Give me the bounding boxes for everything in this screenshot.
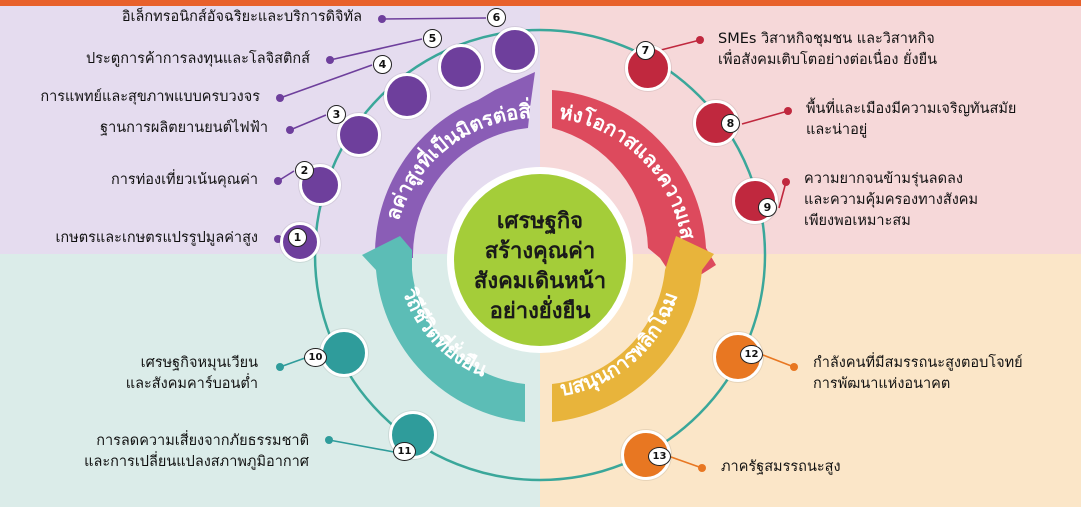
goal-number-badge: 5 (423, 29, 442, 48)
goal-number-badge: 10 (304, 348, 327, 367)
connector-line (279, 357, 306, 368)
connector-dot (698, 464, 706, 472)
connector-dot (274, 177, 282, 185)
goal-number-badge: 4 (373, 55, 392, 74)
goal-10-label: เศรษฐกิจหมุนเวียนและสังคมคาร์บอนต่ำ (126, 353, 258, 395)
connector-dot (286, 126, 294, 134)
connector-dot (696, 36, 704, 44)
goal-label-line: การท่องเที่ยวเน้นคุณค่า (111, 172, 258, 188)
goal-label-line: อิเล็กทรอนิกส์อัจฉริยะและบริการดิจิทัล (121, 9, 362, 25)
stethoscope-heart-icon (384, 73, 430, 119)
goal-label-line: SMEs วิสาหกิจชุมชน และวิสาหกิจ (718, 31, 935, 47)
center-disc (454, 174, 626, 346)
goal-label-line: พื้นที่และเมืองมีความเจริญทันสมัย (806, 101, 1017, 117)
goal-label-line: เพียงพอเหมาะสม (804, 213, 911, 230)
goal-label-line: ความยากจนข้ามรุ่นลดลง (804, 171, 963, 187)
connector-line (279, 64, 373, 99)
goal-3-label: ฐานการผลิตยานยนต์ไฟฟ้า (100, 118, 268, 139)
connector-lines (274, 15, 798, 472)
segment-bottom-left-shape (362, 236, 525, 422)
goal-number-badge: 1 (288, 228, 307, 247)
connector-dot (378, 15, 386, 23)
connector-line (762, 354, 795, 368)
goal-6-label: อิเล็กทรอนิกส์อัจฉริยะและบริการดิจิทัล (122, 7, 362, 28)
goal-label-line: และสังคมคาร์บอนต่ำ (125, 376, 258, 393)
connector-dot (326, 56, 334, 64)
goal-label-line: เพื่อสังคมเติบโตอย่างต่อเนื่อง ยั่งยืน (718, 52, 937, 69)
goal-label-line: และความคุ้มครองทางสังคม (804, 192, 979, 209)
goal-4-label: การแพทย์และสุขภาพแบบครบวงจร (40, 87, 260, 108)
center-title-line-3: สังคมเดินหน้า (474, 269, 606, 294)
connector-line (328, 439, 395, 453)
goal-number-badge: 8 (721, 114, 740, 133)
goal-label-line: และน่าอยู่ (806, 122, 868, 139)
top-accent-band (0, 0, 1081, 6)
connector-line (329, 38, 423, 61)
connector-dot (276, 94, 284, 102)
goal-label-line: การพัฒนาแห่งอนาคต (813, 376, 951, 393)
goal-13-label: ภาครัฐสมรรถนะสูง (721, 457, 841, 478)
goal-11-label: การลดความเสี่ยงจากภัยธรรมชาติและการเปลี่… (84, 431, 309, 473)
segment-top-right-shape (552, 90, 716, 288)
infinity-icon (320, 329, 368, 377)
goal-number-badge: 2 (295, 161, 314, 180)
segment-top-left-shape (374, 72, 535, 258)
goal-5-label: ประตูการค้าการลงทุนและโลจิสติกส์ (86, 49, 310, 70)
connector-line (778, 181, 787, 209)
goal-9-label: ความยากจนข้ามรุ่นลดลงและความคุ้มครองทางส… (804, 169, 978, 232)
goal-1-label: เกษตรและเกษตรแปรรูปมูลค่าสูง (55, 228, 258, 249)
center-title-line-2: สร้างคุณค่า (485, 239, 596, 265)
connector-dot (790, 363, 798, 371)
connector-dot (276, 363, 284, 371)
goal-2-label: การท่องเที่ยวเน้นคุณค่า (111, 170, 258, 191)
goal-number-badge: 11 (393, 442, 416, 461)
connector-line (670, 456, 703, 469)
electric-car-icon (337, 113, 381, 157)
goal-label-line: ประตูการค้าการลงทุนและโลจิสติกส์ (86, 51, 310, 67)
goal-label-line: เศรษฐกิจหมุนเวียน (140, 355, 258, 371)
connector-line (741, 110, 789, 125)
goal-number-badge: 13 (648, 447, 671, 466)
goal-number-badge: 6 (487, 8, 506, 27)
connector-line (656, 39, 701, 52)
segment-top-left-label: เศรษฐกิจมูลค่าสูงที่เป็นมิตรต่อสิ่งแวดล้… (0, 0, 532, 223)
goal-label-line: การแพทย์และสุขภาพแบบครบวงจร (40, 89, 260, 105)
goal-7-label: SMEs วิสาหกิจชุมชน และวิสาหกิจเพื่อสังคม… (718, 29, 937, 71)
segment-bottom-right-shape (552, 236, 714, 422)
center-title: เศรษฐกิจ สร้างคุณค่า สังคมเดินหน้า อย่าง… (474, 209, 606, 324)
center-title-line-1: เศรษฐกิจ (497, 209, 583, 235)
goal-label-line: เกษตรและเกษตรแปรรูปมูลค่าสูง (55, 230, 258, 246)
goal-12-label: กำลังคนที่มีสมรรถนะสูงตอบโจทย์การพัฒนาแห… (813, 353, 1023, 395)
connector-dot (325, 436, 333, 444)
warehouse-icon (438, 44, 484, 90)
goal-label-line: ภาครัฐสมรรถนะสูง (721, 459, 841, 475)
connector-line (381, 17, 487, 20)
goal-number-badge: 9 (758, 198, 777, 217)
goal-number-badge: 12 (740, 345, 763, 364)
goal-number-badge: 7 (636, 41, 655, 60)
connector-dot (782, 178, 790, 186)
goal-label-line: การลดความเสี่ยงจากภัยธรรมชาติ (96, 433, 309, 449)
connector-line (289, 114, 327, 131)
goal-8-label: พื้นที่และเมืองมีความเจริญทันสมัยและน่าอ… (806, 99, 1016, 141)
goal-number-badge: 3 (327, 105, 346, 124)
connector-dot (784, 107, 792, 115)
circuit-chip-icon (492, 27, 538, 73)
center-title-line-4: อย่างยั่งยืน (490, 294, 591, 324)
goal-label-line: กำลังคนที่มีสมรรถนะสูงตอบโจทย์ (813, 355, 1023, 371)
goal-label-line: และการเปลี่ยนแปลงสภาพภูมิอากาศ (84, 454, 309, 471)
goal-label-line: ฐานการผลิตยานยนต์ไฟฟ้า (100, 120, 268, 136)
